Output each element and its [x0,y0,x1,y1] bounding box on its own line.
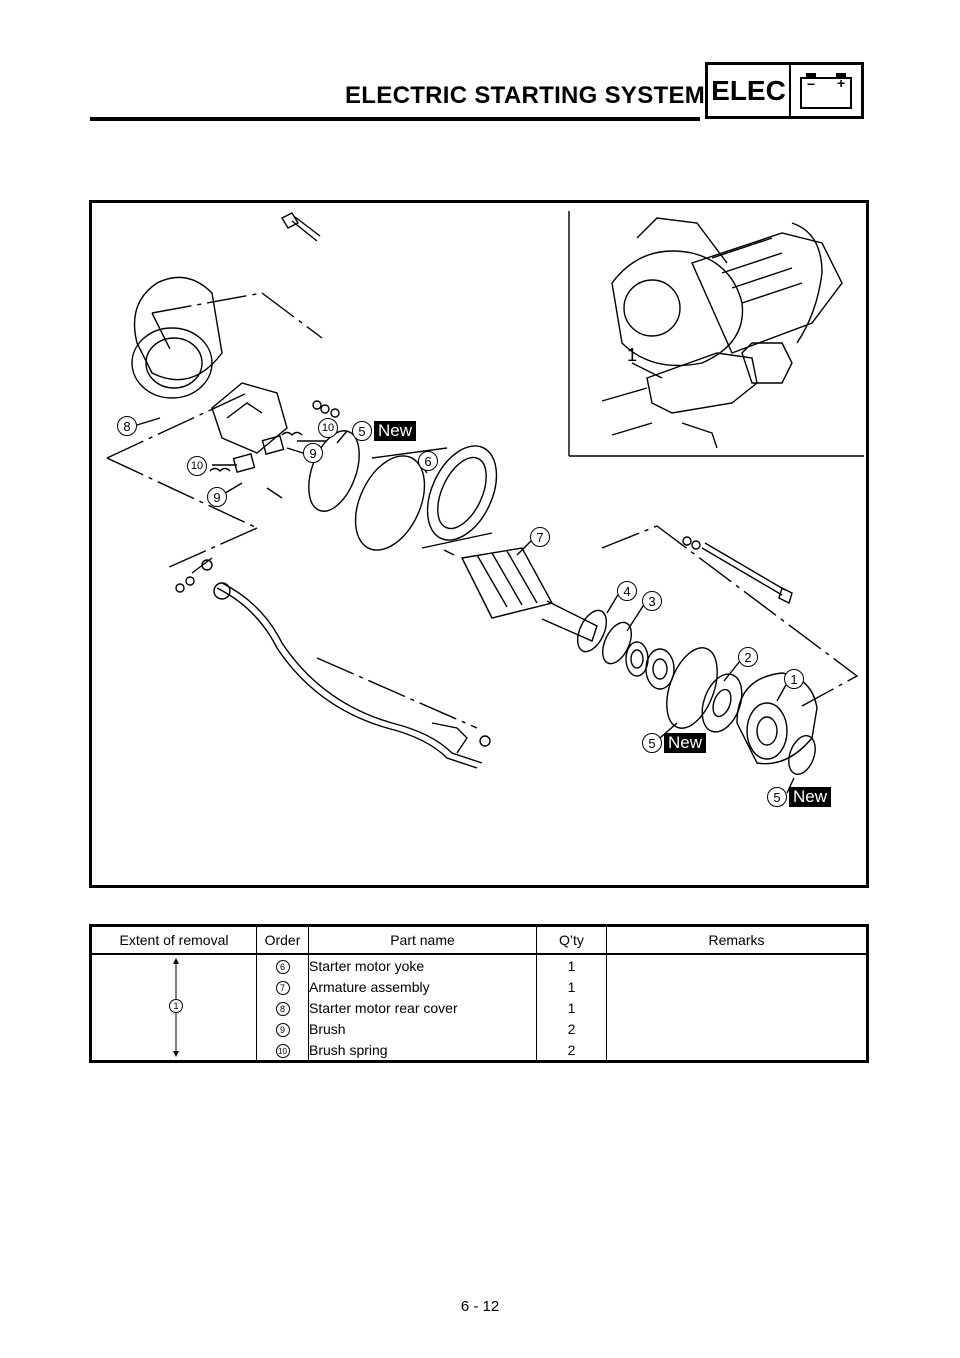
callout-5-bottom: 5 [767,787,787,807]
part-remarks [607,1018,868,1039]
part-name: Armature assembly [308,976,537,997]
order-number: 7 [275,981,290,995]
header-remarks: Remarks [606,925,868,955]
header-rule [90,117,700,121]
order-number: 6 [275,960,290,974]
callout-3: 3 [642,591,662,611]
callout-2: 2 [738,647,758,667]
callout-9-right: 9 [303,443,323,463]
battery-minus-sign: − [807,76,816,92]
callout-5-middle: 5 [642,733,662,753]
new-tag-top: New [374,421,417,441]
extent-marker: 1 [169,999,183,1013]
part-remarks [607,1039,868,1062]
battery-icon: − + [791,65,861,116]
inset-callout-1: 1 [627,345,638,365]
table-row: 8 Starter motor rear cover 1 [91,997,868,1018]
callout-4: 4 [617,581,637,601]
new-tag-bottom: New [789,787,832,807]
callout-1-front: 1 [784,669,804,689]
header-part-name: Part name [308,925,537,955]
callout-7: 7 [530,527,550,547]
part-name: Starter motor rear cover [308,997,537,1018]
exploded-view-drawing [106,211,864,794]
callout-8: 8 [117,416,137,436]
part-remarks [607,976,868,997]
section-badge-label: ELEC [708,65,791,116]
part-remarks [607,954,868,976]
order-number: 8 [275,1002,290,1016]
header-order: Order [256,925,309,955]
callout-10-left: 10 [187,456,207,476]
parts-table: Extent of removal Order Part name Q’ty R… [89,924,869,1063]
part-qty: 2 [536,1018,607,1039]
callout-6: 6 [418,451,438,471]
part-name: Brush [308,1018,537,1039]
table-row: 9 Brush 2 [91,1018,868,1039]
page-title: ELECTRIC STARTING SYSTEM [345,82,706,109]
header-extent: Extent of removal [90,925,257,955]
table-row: 1 6 Starter motor yoke 1 [90,954,868,1062]
part-qty: 1 [536,997,607,1018]
part-name: Brush spring [308,1039,537,1062]
exploded-view-figure: 1 2 3 4 5 New 5 New 5 New 6 7 8 9 9 10 1… [89,200,869,888]
battery-plus-sign: + [837,75,846,91]
callout-10-right: 10 [318,418,338,438]
part-name: Starter motor yoke [308,954,537,976]
order-number: 9 [275,1023,290,1037]
callout-5-top: 5 [352,421,372,441]
order-number: 10 [275,1044,290,1059]
section-badge: ELEC − + [705,62,864,119]
table-row: 7 Armature assembly 1 [91,976,868,997]
parts-table-header: Extent of removal Order Part name Q’ty R… [90,925,868,955]
callout-9-left: 9 [207,487,227,507]
header-qty: Q’ty [536,925,607,955]
new-tag-middle: New [664,733,707,753]
part-qty: 1 [536,976,607,997]
extent-of-removal-cell: 1 [90,954,257,1062]
page-number: 6 - 12 [460,1298,500,1315]
part-remarks [607,997,868,1018]
part-qty: 1 [536,954,607,976]
part-qty: 2 [536,1039,607,1062]
table-row: 10 Brush spring 2 [91,1039,868,1062]
